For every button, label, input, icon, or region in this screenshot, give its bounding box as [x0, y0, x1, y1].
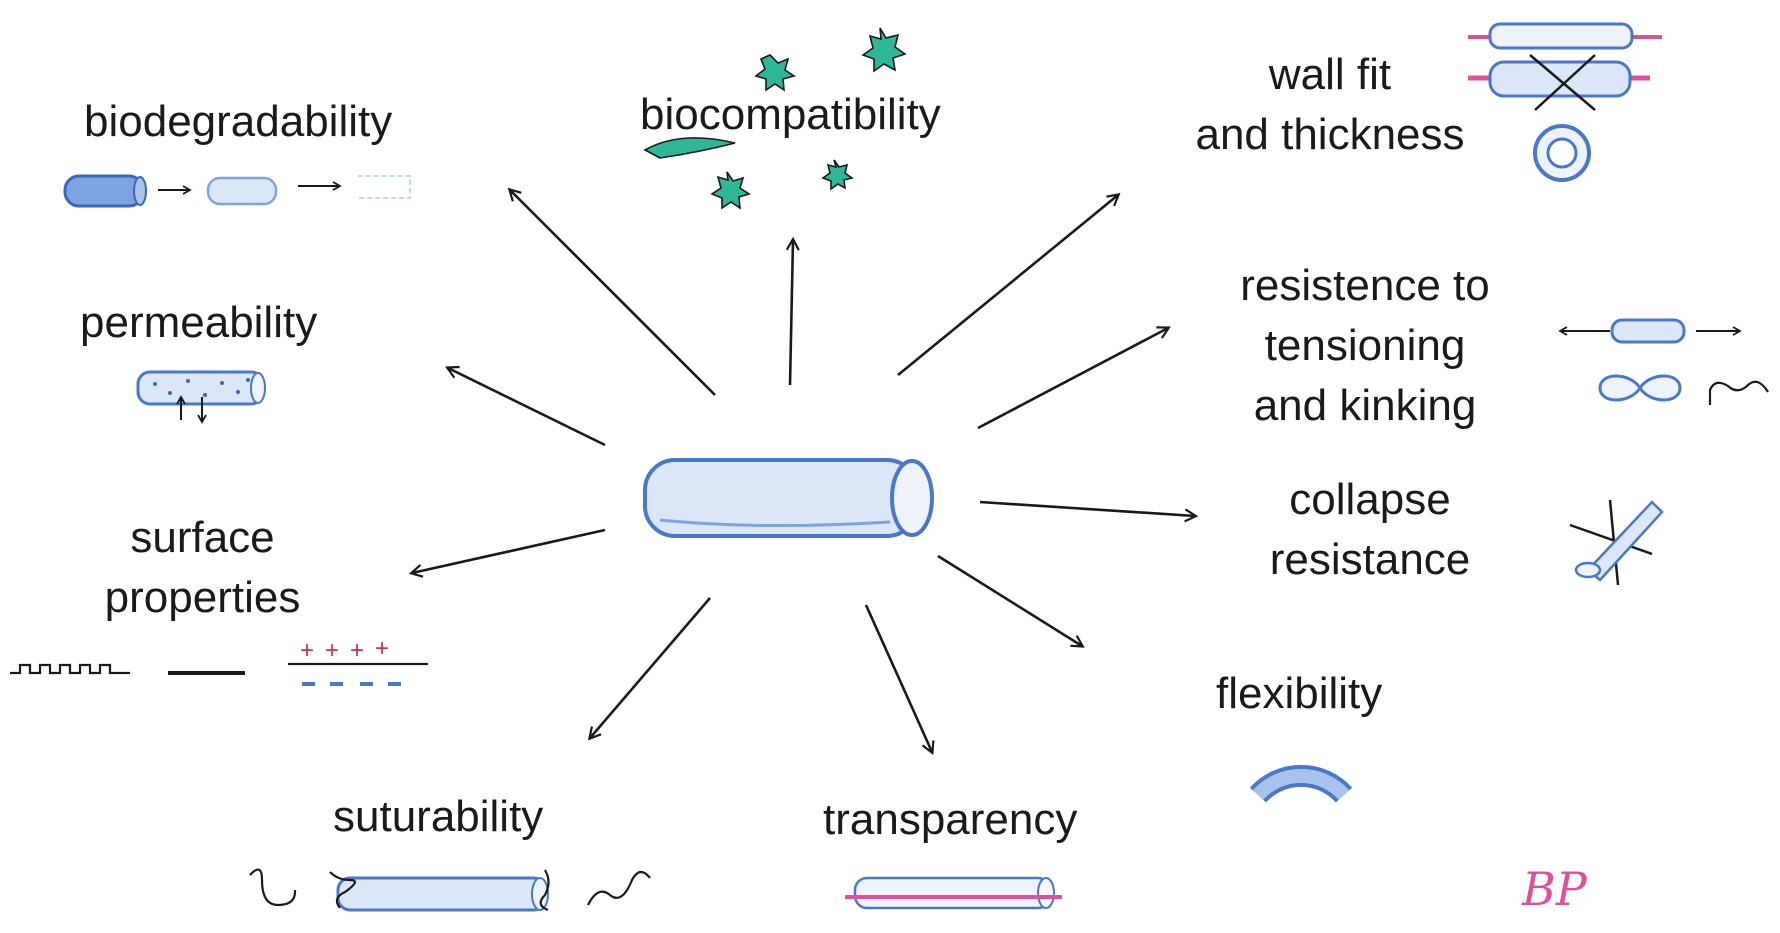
- label-collapse: collapse resistance: [1250, 470, 1490, 590]
- arrow-to-wall-fit: [897, 195, 1118, 377]
- arrow-to-suturability: [590, 597, 711, 738]
- label-biocompatibility: biocompatibility: [640, 90, 941, 139]
- arrow-to-resistance: [977, 328, 1168, 430]
- label-suturability: suturability: [333, 792, 544, 841]
- label-permeability: permeability: [80, 298, 318, 347]
- label-resistance-line3: and kinking: [1253, 381, 1477, 430]
- surface-charge-icon: + + + +: [288, 635, 428, 686]
- label-resistance: resistence to tensioning and kinking: [1210, 256, 1520, 436]
- signature: BP: [1521, 862, 1588, 916]
- label-wall-fit-line1: wall fit: [1268, 50, 1392, 99]
- label-resistance-line2: tensioning: [1264, 321, 1466, 370]
- wall-fit-icon: [1468, 22, 1662, 182]
- arrow-to-collapse: [979, 500, 1195, 516]
- collapse-icon: [1569, 499, 1664, 586]
- label-surface-properties: surface properties: [80, 508, 325, 628]
- permeable-tube-icon: [136, 370, 266, 424]
- transparent-tube-icon: [845, 876, 1062, 910]
- bent-tube-icon: [1249, 764, 1353, 803]
- label-collapse-line2: resistance: [1269, 535, 1471, 584]
- cells-icon: [643, 27, 907, 210]
- plus-sign-4: +: [375, 635, 389, 662]
- surface-topography-icon: [10, 663, 245, 675]
- label-biodegradability: biodegradability: [84, 97, 393, 146]
- plus-sign-2: +: [325, 637, 339, 664]
- central-tube-icon: [643, 458, 934, 538]
- arrow-to-surface: [412, 528, 606, 573]
- sutured-tube-icon: [249, 868, 651, 912]
- arrow-to-flexibility: [937, 554, 1082, 646]
- arrow-to-transparency: [864, 604, 932, 752]
- label-surface-line1: surface: [130, 513, 275, 562]
- arrow-to-biodegradability: [510, 190, 716, 396]
- tension-kink-icon: [1558, 318, 1769, 405]
- radiating-arrows: [412, 190, 1195, 752]
- label-transparency: transparency: [823, 795, 1078, 844]
- label-wall-fit-line2: and thickness: [1195, 110, 1465, 159]
- biodegradation-sequence-icon: [63, 174, 411, 208]
- arrow-to-permeability: [448, 368, 606, 447]
- label-flexibility: flexibility: [1216, 669, 1383, 718]
- label-surface-line2: properties: [104, 573, 301, 622]
- label-collapse-line1: collapse: [1289, 475, 1451, 524]
- label-wall-fit: wall fit and thickness: [1180, 45, 1480, 165]
- plus-sign-1: +: [300, 637, 314, 664]
- plus-sign-3: +: [350, 637, 364, 664]
- arrow-to-biocompatibility: [790, 240, 793, 386]
- label-resistance-line1: resistence to: [1240, 261, 1490, 310]
